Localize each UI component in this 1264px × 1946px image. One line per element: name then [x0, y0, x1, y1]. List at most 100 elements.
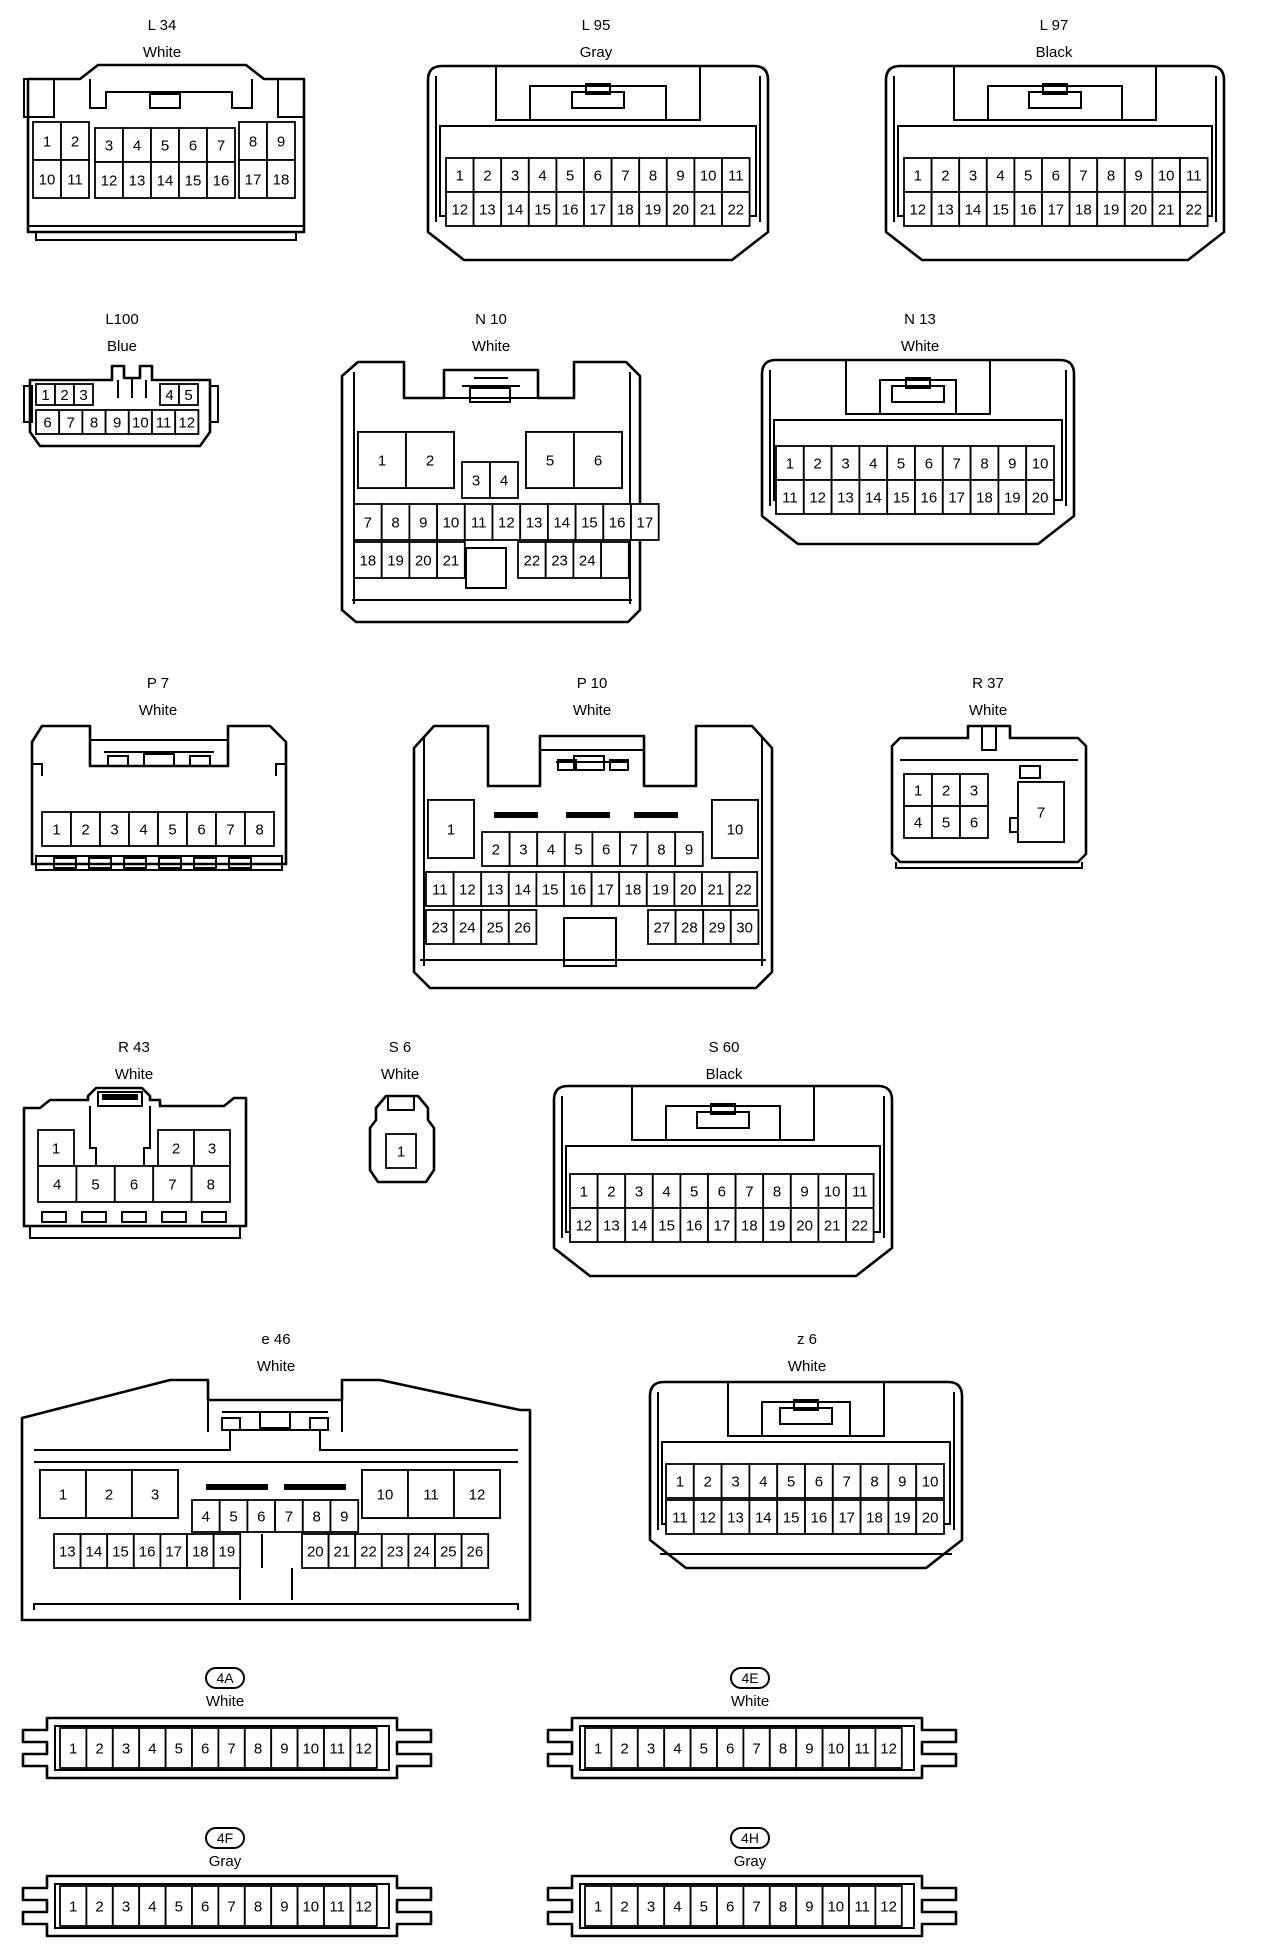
- pin-cell: [915, 1499, 945, 1535]
- pin-number: 13: [727, 1510, 744, 1527]
- connector-code-badge: [730, 1667, 770, 1689]
- connector-housing-outline: [426, 64, 770, 262]
- pin-cell: [186, 811, 217, 847]
- pin-number: 12: [451, 202, 468, 219]
- housing-detail-line: [90, 739, 228, 753]
- pin-number: 24: [459, 920, 476, 937]
- pin-cell: [178, 161, 208, 199]
- connector-code-label: P 10: [577, 675, 608, 692]
- pin-number: 23: [551, 553, 568, 570]
- pin-number: 22: [524, 553, 541, 570]
- pin-cell: [150, 161, 180, 199]
- pin-cell: [436, 503, 466, 541]
- pin-number: 6: [726, 1741, 734, 1758]
- pin-cell: [692, 1499, 723, 1535]
- pin-number: 2: [814, 456, 822, 473]
- housing-detail: [259, 1411, 291, 1429]
- pin-number: 4: [165, 387, 173, 404]
- pin-number: 5: [700, 1741, 708, 1758]
- pin-number: 3: [151, 1487, 159, 1504]
- pin-number: 3: [635, 1184, 643, 1201]
- housing-detail-line: [34, 1429, 518, 1451]
- pin-number: 1: [59, 1487, 67, 1504]
- locking-tab: [102, 1094, 138, 1100]
- pin-number: 7: [843, 1474, 851, 1491]
- pin-number: 11: [854, 1899, 870, 1916]
- pin-number: 7: [1037, 805, 1045, 822]
- pin-number: 3: [122, 1899, 130, 1916]
- pin-number: 11: [854, 1741, 870, 1758]
- housing-detail-line: [631, 1086, 815, 1141]
- pin-cell: [874, 1885, 903, 1927]
- pin-cell: [480, 909, 510, 945]
- connector-housing-outline: [546, 1874, 958, 1938]
- pin-cell: [903, 773, 933, 807]
- pin-number: 8: [649, 168, 657, 185]
- pin-number: 14: [865, 490, 882, 507]
- connector-housing-outline: [760, 358, 1076, 546]
- pin-cell: [721, 157, 751, 193]
- housing-detail: [201, 1211, 227, 1223]
- housing-detail: [53, 857, 77, 869]
- pin-number: 4: [500, 473, 508, 490]
- housing-detail-line: [579, 1883, 915, 1929]
- connector-color-label: White: [257, 1358, 295, 1375]
- housing-detail-line: [769, 370, 1067, 506]
- connector-housing-outline: [648, 1380, 964, 1570]
- pin-cell: [75, 1165, 116, 1203]
- pin-number: 2: [492, 842, 500, 859]
- pin-number: 6: [1052, 168, 1060, 185]
- pin-cell: [425, 909, 455, 945]
- pin-cell: [610, 157, 641, 193]
- pin-number: 2: [941, 168, 949, 185]
- pin-number: 9: [340, 1509, 348, 1526]
- pin-number: 1: [914, 168, 922, 185]
- pin-number: 16: [609, 515, 626, 532]
- pin-cell: [178, 383, 199, 406]
- connector-code-label: R 37: [972, 675, 1004, 692]
- pin-number: 7: [168, 1177, 176, 1194]
- pin-cell: [472, 191, 503, 227]
- pin-cell: [651, 1207, 682, 1243]
- pin-number: 10: [700, 168, 717, 185]
- pin-number: 12: [178, 415, 195, 432]
- pin-number: 6: [970, 815, 978, 832]
- pin-number: 9: [1008, 456, 1016, 473]
- pin-number: 21: [1158, 202, 1175, 219]
- pin-cell: [768, 1727, 798, 1769]
- pin-cell: [742, 1885, 771, 1927]
- connector-housing-outline: [28, 364, 212, 448]
- pin-number: 16: [569, 882, 586, 899]
- pin-number: 11: [423, 1487, 439, 1504]
- pin-cell: [645, 871, 676, 907]
- pin-cell: [37, 1165, 78, 1203]
- pin-number: 21: [700, 202, 717, 219]
- pin-number: 14: [507, 202, 524, 219]
- housing-detail: [1019, 765, 1041, 779]
- housing-detail: [23, 385, 33, 423]
- housing-detail: [469, 387, 511, 403]
- housing-detail: [23, 78, 55, 118]
- pin-number: 3: [110, 822, 118, 839]
- pin-cell: [37, 1129, 75, 1167]
- pin-number: 23: [387, 1544, 404, 1561]
- connector-housing-outline: [21, 1716, 433, 1780]
- pin-number: 7: [227, 1899, 235, 1916]
- pin-cell: [903, 805, 933, 839]
- pin-cell: [349, 1885, 378, 1927]
- pin-number: 7: [621, 168, 629, 185]
- connector-color-label: Black: [1036, 44, 1073, 61]
- pin-cell: [728, 871, 759, 907]
- pin-number: 4: [869, 456, 877, 473]
- pin-cell: [527, 191, 558, 227]
- connector-color-label: White: [901, 338, 939, 355]
- pin-cell: [132, 1533, 162, 1569]
- pin-cell: [53, 1533, 82, 1569]
- pin-number: 5: [175, 1899, 183, 1916]
- pin-number: 4: [202, 1509, 210, 1526]
- pin-cell: [959, 805, 989, 839]
- pin-number: 13: [129, 173, 146, 190]
- pin-cell: [157, 1129, 195, 1167]
- pin-number: 5: [897, 456, 905, 473]
- pin-number: 8: [207, 1177, 215, 1194]
